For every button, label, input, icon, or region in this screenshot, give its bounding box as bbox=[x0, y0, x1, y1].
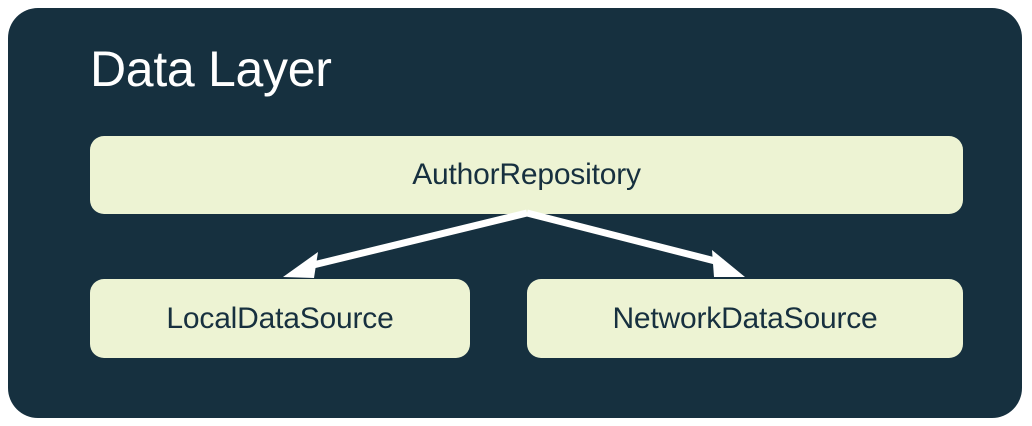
node-network-data-source[interactable]: NetworkDataSource bbox=[527, 279, 963, 358]
node-label-local-data-source: LocalDataSource bbox=[166, 301, 394, 335]
page-title: Data Layer bbox=[90, 41, 332, 97]
node-label-network-data-source: NetworkDataSource bbox=[612, 301, 878, 335]
node-local-data-source[interactable]: LocalDataSource bbox=[90, 279, 470, 358]
node-label-author-repository: AuthorRepository bbox=[412, 158, 641, 191]
node-author-repository[interactable]: AuthorRepository bbox=[90, 136, 963, 214]
